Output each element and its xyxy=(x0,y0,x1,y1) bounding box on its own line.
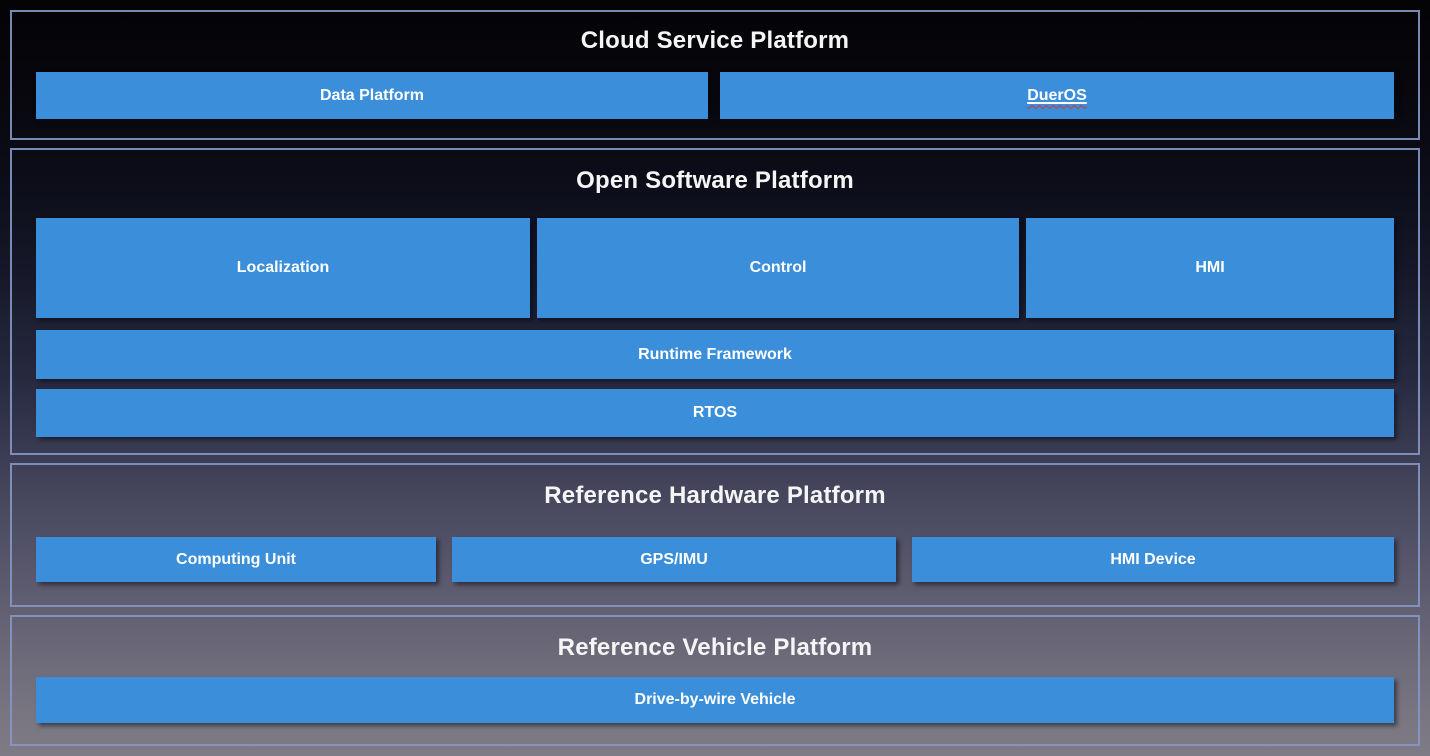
box-localization: Localization xyxy=(36,218,530,318)
software-modules-row: Localization Control HMI xyxy=(36,218,1394,318)
box-control-label: Control xyxy=(749,259,807,276)
rtos-row: RTOS xyxy=(36,389,1394,437)
box-localization-label: Localization xyxy=(236,259,330,276)
box-hmi-device-label: HMI Device xyxy=(1110,550,1196,568)
box-dueros-label: DuerOS xyxy=(1027,86,1087,104)
box-drive-by-wire-vehicle: Drive-by-wire Vehicle xyxy=(36,677,1394,723)
box-computing-unit-label: Computing Unit xyxy=(176,550,296,568)
box-drive-by-wire-vehicle-label: Drive-by-wire Vehicle xyxy=(634,691,796,708)
cloud-section-title: Cloud Service Platform xyxy=(580,27,850,54)
section-reference-vehicle-platform: Reference Vehicle Platform Drive-by-wire… xyxy=(10,615,1420,746)
box-control: Control xyxy=(537,218,1019,318)
box-hmi: HMI xyxy=(1026,218,1394,318)
runtime-framework-row: Runtime Framework xyxy=(36,330,1394,379)
box-rtos: RTOS xyxy=(36,389,1394,437)
hardware-boxes-row: Computing Unit GPS/IMU HMI Device xyxy=(36,537,1394,582)
box-dueros: DuerOS xyxy=(720,72,1394,119)
software-section-title: Open Software Platform xyxy=(576,167,854,194)
box-gps-imu: GPS/IMU xyxy=(452,537,896,582)
vehicle-boxes-row: Drive-by-wire Vehicle xyxy=(36,677,1394,723)
box-data-platform: Data Platform xyxy=(36,72,708,119)
section-cloud-service-platform: Cloud Service Platform Data Platform Due… xyxy=(10,10,1420,140)
cloud-boxes-row: Data Platform DuerOS xyxy=(36,72,1394,119)
box-rtos-label: RTOS xyxy=(692,404,738,421)
hardware-section-title: Reference Hardware Platform xyxy=(544,482,886,509)
section-reference-hardware-platform: Reference Hardware Platform Computing Un… xyxy=(10,463,1420,607)
box-runtime-framework: Runtime Framework xyxy=(36,330,1394,379)
box-hmi-label: HMI xyxy=(1195,259,1225,276)
box-computing-unit: Computing Unit xyxy=(36,537,436,582)
box-runtime-framework-label: Runtime Framework xyxy=(638,345,792,363)
box-gps-imu-label: GPS/IMU xyxy=(640,550,708,568)
box-hmi-device: HMI Device xyxy=(912,537,1394,582)
vehicle-section-title: Reference Vehicle Platform xyxy=(557,634,873,661)
dueros-underline: DuerOS xyxy=(1027,87,1087,105)
section-open-software-platform: Open Software Platform Localization Cont… xyxy=(10,148,1420,455)
box-data-platform-label: Data Platform xyxy=(319,86,425,104)
